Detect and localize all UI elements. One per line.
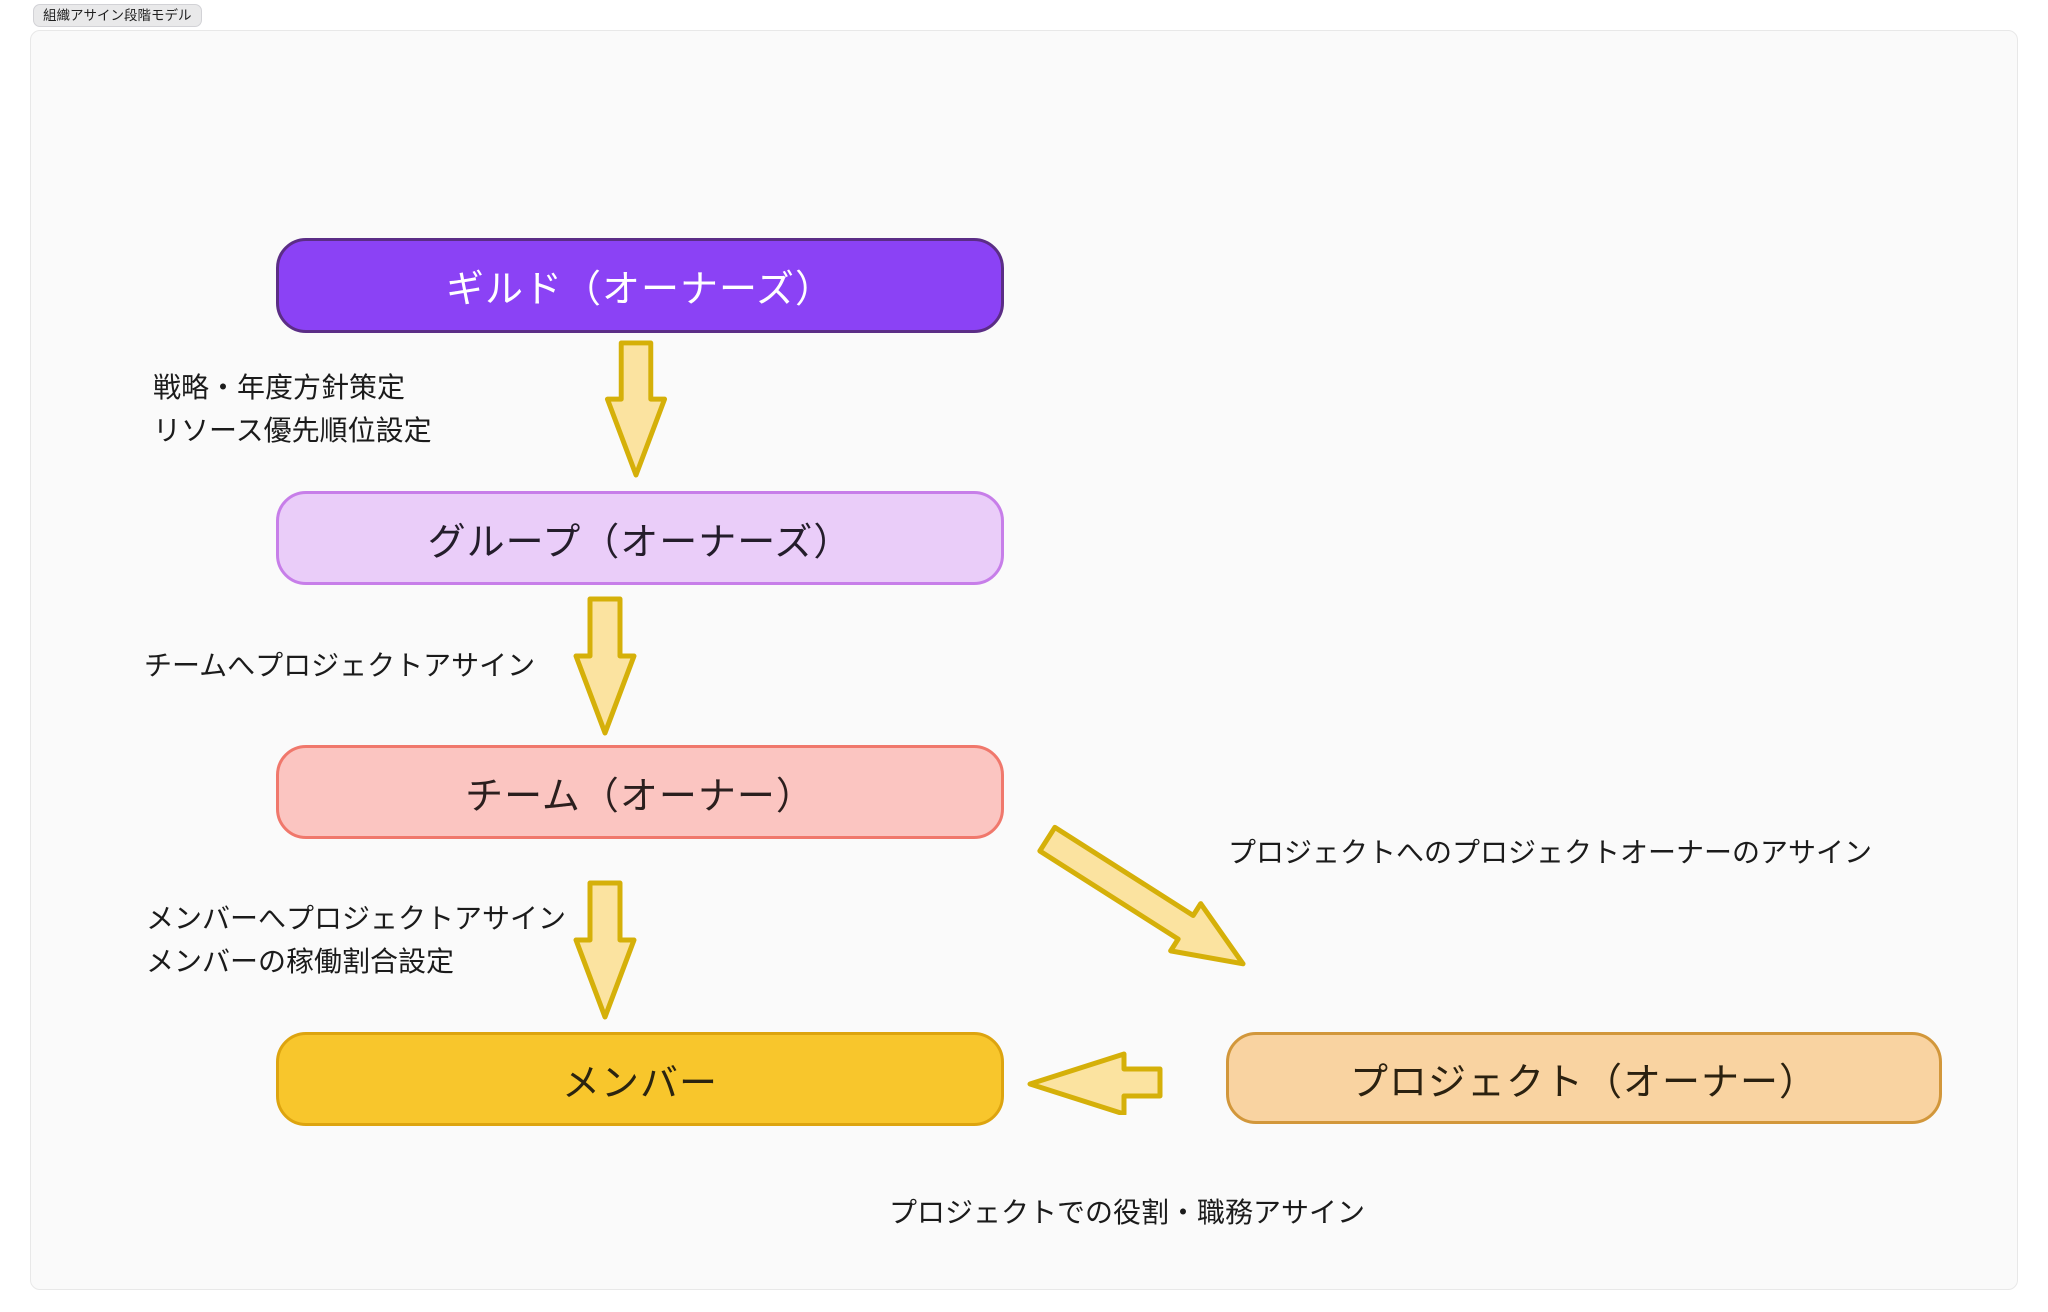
- down-arrow-icon-team-to-member[interactable]: [573, 880, 637, 1020]
- node-project-label: プロジェクト（オーナー）: [1349, 1061, 1818, 1104]
- diagonal-arrow-icon-team-to-project[interactable]: [1027, 810, 1264, 993]
- edge-label-line: プロジェクトでの役割・職務アサイン: [889, 1197, 1366, 1228]
- edge-label-line: メンバーへプロジェクトアサイン: [146, 903, 567, 934]
- node-project[interactable]: プロジェクト（オーナー）: [1226, 1032, 1942, 1124]
- edge-label-group-to-team: チームへプロジェクトアサイン: [144, 644, 535, 687]
- edge-label-guild-to-group: 戦略・年度方針策定 リソース優先順位設定: [153, 366, 432, 452]
- node-guild[interactable]: ギルド（オーナーズ）: [276, 238, 1004, 333]
- edge-label-team-to-project: プロジェクトへのプロジェクトオーナーのアサイン: [1228, 831, 1872, 874]
- edge-label-project-to-member: プロジェクトでの役割・職務アサイン: [889, 1191, 1365, 1234]
- edge-label-line: リソース優先順位設定: [153, 415, 432, 446]
- node-guild-label: ギルド（オーナーズ）: [445, 269, 835, 311]
- node-member-label: メンバー: [561, 1062, 718, 1105]
- edge-label-team-to-member: メンバーへプロジェクトアサイン メンバーの稼働割合設定: [146, 897, 566, 983]
- left-arrow-icon-project-to-member[interactable]: [1026, 1051, 1166, 1115]
- node-team[interactable]: チーム（オーナー）: [276, 745, 1004, 839]
- edge-label-line: チームへプロジェクトアサイン: [144, 650, 536, 681]
- diagram-canvas: ギルド（オーナーズ） グループ（オーナーズ） チーム（オーナー） メンバー プロ…: [30, 30, 2018, 1290]
- edge-label-line: プロジェクトへのプロジェクトオーナーのアサイン: [1228, 837, 1873, 868]
- edge-label-line: メンバーの稼働割合設定: [146, 946, 455, 977]
- down-arrow-icon-guild-to-group[interactable]: [604, 340, 668, 478]
- node-team-label: チーム（オーナー）: [465, 775, 815, 818]
- diagram-title-tag: 組織アサイン段階モデル: [33, 4, 202, 27]
- edge-label-line: 戦略・年度方針策定: [153, 372, 406, 403]
- node-member[interactable]: メンバー: [276, 1032, 1004, 1126]
- down-arrow-icon-group-to-team[interactable]: [573, 594, 637, 738]
- node-group-label: グループ（オーナーズ）: [427, 521, 853, 564]
- node-group[interactable]: グループ（オーナーズ）: [276, 491, 1004, 585]
